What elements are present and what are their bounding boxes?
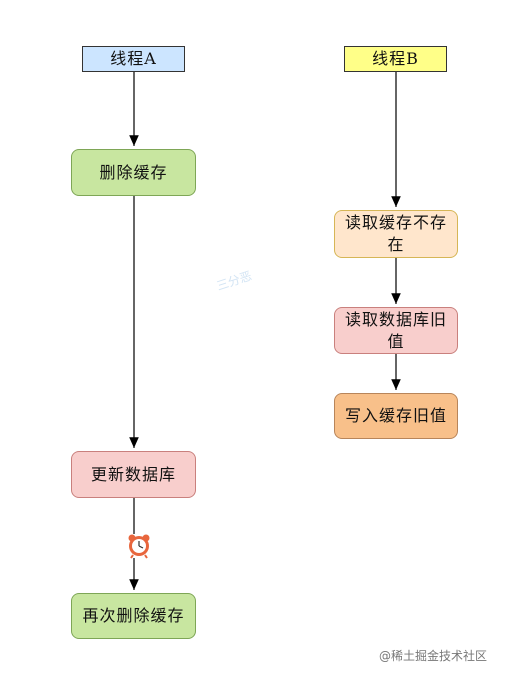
thread-a-step-update-db: 更新数据库 [71,451,196,498]
thread-a-step-delete-cache: 删除缓存 [71,149,196,196]
thread-b-step-write-cache-old: 写入缓存旧值 [334,393,458,439]
source-credit: @稀土掘金技术社区 [378,649,487,663]
thread-a-step-delete-cache-again: 再次删除缓存 [71,593,196,639]
alarm-clock-icon [128,534,150,559]
thread-b-header: 线程B [344,46,447,72]
thread-b-step-read-db-old: 读取数据库旧值 [334,307,458,354]
thread-a-header: 线程A [82,46,185,72]
thread-b-step-read-cache-miss: 读取缓存不存在 [334,210,458,258]
